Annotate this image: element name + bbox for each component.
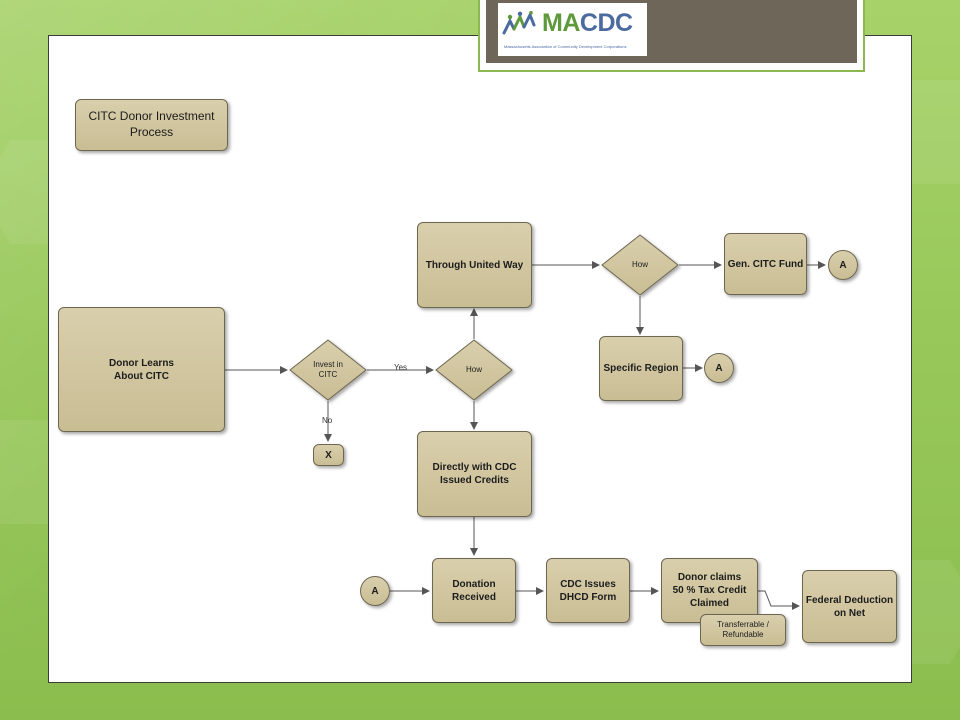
how-decision-label-1: How bbox=[465, 365, 482, 374]
node-gen-citc-fund: Gen. CITC Fund bbox=[724, 233, 807, 295]
people-mark-icon bbox=[502, 11, 536, 35]
logo-wordmark: MACDC bbox=[542, 9, 633, 38]
node-x-terminal: X bbox=[313, 444, 344, 466]
invest-decision-label: Invest in CITC bbox=[313, 360, 343, 379]
macdc-logo: MACDC Massachusetts Association of Commu… bbox=[498, 3, 647, 56]
node-directly-with-cdc: Directly with CDC Issued Credits bbox=[417, 431, 532, 517]
invest-decision-diamond bbox=[289, 339, 367, 401]
connector-a-donation: A bbox=[360, 576, 390, 606]
how-decision-diamond-2 bbox=[601, 234, 679, 296]
connector-a-region: A bbox=[704, 353, 734, 383]
node-donor-learns: Donor Learns About CITC bbox=[58, 307, 225, 432]
node-donation-received: Donation Received bbox=[432, 558, 516, 623]
node-specific-region: Specific Region bbox=[599, 336, 683, 401]
node-cdc-issues-form: CDC Issues DHCD Form bbox=[546, 558, 630, 623]
logo-cdc: CDC bbox=[579, 9, 633, 37]
diagram-title: CITC Donor Investment Process bbox=[75, 99, 228, 151]
connector-a-gen-fund: A bbox=[828, 250, 858, 280]
logo-frame: MACDC Massachusetts Association of Commu… bbox=[478, 0, 865, 72]
node-through-united-way: Through United Way bbox=[417, 222, 532, 308]
logo-band: MACDC Massachusetts Association of Commu… bbox=[486, 0, 857, 63]
edge-label-no: No bbox=[322, 416, 333, 425]
how-decision-label-2: How bbox=[631, 260, 648, 269]
node-transferrable-refundable: Transferrable / Refundable bbox=[700, 614, 786, 646]
slide-canvas: CITC Donor Investment Process bbox=[48, 35, 912, 683]
how-decision-diamond-1 bbox=[435, 339, 513, 401]
node-federal-deduction: Federal Deduction on Net bbox=[802, 570, 897, 643]
edge-label-yes: Yes bbox=[394, 363, 408, 372]
arrow-claims-to-federal bbox=[758, 590, 800, 610]
node-donor-claims-credit: Donor claims 50 % Tax Credit Claimed bbox=[661, 558, 758, 623]
logo-tagline: Massachusetts Association of Community D… bbox=[504, 44, 627, 49]
logo-ma: MA bbox=[542, 9, 580, 37]
flow-arrows bbox=[225, 234, 826, 610]
